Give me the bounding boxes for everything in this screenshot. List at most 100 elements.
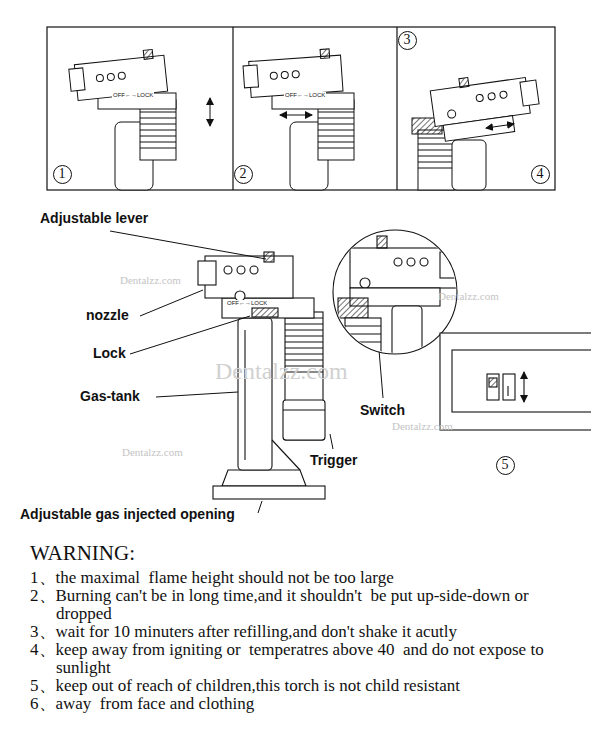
torch-step-1-part xyxy=(140,136,176,137)
leader-line-part xyxy=(110,231,266,259)
torch-main-part xyxy=(285,347,323,348)
torch-main-part xyxy=(283,400,325,440)
torch-main-part xyxy=(264,252,274,262)
torch-main-part xyxy=(238,318,272,470)
torch-step-1-part xyxy=(68,48,168,101)
torch-step-3-4-part xyxy=(443,116,515,142)
leader-line-part xyxy=(130,316,250,354)
switch-magnifier-part xyxy=(377,236,387,248)
torch-main-part xyxy=(222,470,306,486)
torch-step-1-part xyxy=(74,55,167,100)
torch-step-3-4-part xyxy=(500,91,508,99)
switch-magnifier-part xyxy=(345,325,381,326)
torch-main-part xyxy=(285,341,323,342)
torch-step-3-4 xyxy=(412,68,542,190)
torch-step-1-part xyxy=(118,72,126,80)
switch-magnifier-part xyxy=(420,258,428,266)
torch-step-3-4-part xyxy=(486,124,514,128)
torch-step-3-4-part xyxy=(459,77,469,87)
warning-line: 2、Burning can't be in long time,and it s… xyxy=(30,587,556,623)
torch-step-3-4-part xyxy=(429,68,542,142)
switch-detail-part xyxy=(503,374,515,400)
callout-number: 5 xyxy=(502,458,509,472)
panel-frame-part xyxy=(396,27,397,190)
panel-frame-part xyxy=(47,27,555,190)
torch-step-1-part xyxy=(69,68,85,91)
callout-circle: 3 xyxy=(398,31,417,50)
callout-circle: 2 xyxy=(234,165,253,184)
torch-step-2-part xyxy=(320,49,330,59)
torch-step-2-part xyxy=(243,65,259,88)
watermark: Dentalzz.com xyxy=(438,290,499,302)
torch-step-2-part xyxy=(318,136,354,137)
switch-detail-part xyxy=(452,350,591,412)
callout-number: 1 xyxy=(59,167,66,181)
torch-step-3-4-part xyxy=(447,110,456,119)
warning-line: 3、wait for 10 minuters after refilling,a… xyxy=(30,623,591,641)
panel-frame-part xyxy=(232,27,233,190)
torch-step-2-part xyxy=(318,130,354,131)
torch-main-part xyxy=(285,335,323,336)
switch-detail-part xyxy=(440,333,591,430)
watermark: Dentalzz.com xyxy=(215,358,348,385)
part-label: Lock xyxy=(93,345,126,362)
callout-number: 4 xyxy=(537,167,544,181)
watermark: Dentalzz.com xyxy=(120,274,181,286)
torch-step-2-part xyxy=(242,48,343,98)
switch-magnifier-part xyxy=(407,258,415,266)
switch-magnifier-part xyxy=(338,298,368,318)
callout-circle: 5 xyxy=(496,456,515,475)
torch-step-1-part xyxy=(140,130,176,131)
torch-step-2-part xyxy=(318,124,354,125)
torch-step-2-part xyxy=(318,142,354,143)
torch-main-part xyxy=(198,261,216,285)
torch-main-part xyxy=(213,486,325,499)
torch-step-2-part xyxy=(318,118,354,119)
switch-magnifier-part xyxy=(345,333,381,334)
torch-step-3-4-part xyxy=(476,94,484,102)
switch-marking: OFF←→LOCK xyxy=(284,92,326,99)
watermark: Dentalzz.com xyxy=(392,420,453,432)
torch-step-1-part xyxy=(143,49,153,59)
switch-magnifier-part xyxy=(394,258,402,266)
leader-line-part xyxy=(258,501,262,513)
torch-step-1-part xyxy=(210,98,211,126)
switch-magnifier-part xyxy=(345,341,381,342)
torch-step-2-part xyxy=(318,148,354,149)
switch-magnifier-part xyxy=(345,318,381,358)
torch-main-part xyxy=(285,329,323,330)
switch-marking: OFF←→LOCK xyxy=(226,300,268,307)
torch-step-3-4-part xyxy=(418,168,454,169)
torch-main-part xyxy=(250,266,258,274)
warning-line: 4、keep away from igniting or temperatres… xyxy=(30,641,561,677)
part-label: Trigger xyxy=(310,452,357,469)
warning-heading: WARNING: xyxy=(30,541,135,565)
torch-step-1-part xyxy=(140,124,176,125)
part-label: Adjustable gas injected opening xyxy=(20,506,235,523)
torch-step-1-part xyxy=(140,148,176,149)
torch-step-3-4-part xyxy=(452,140,486,190)
torch-step-2 xyxy=(242,48,354,190)
warning-line: 6、away from face and clothing xyxy=(30,695,591,713)
switch-detail xyxy=(440,333,591,430)
torch-main-part xyxy=(283,409,325,410)
torch-step-3-4-part xyxy=(418,156,454,157)
torch-step-1-part xyxy=(140,142,176,143)
torch-step-1-part xyxy=(96,74,104,82)
panel-frame xyxy=(47,27,555,190)
callout-circle: 1 xyxy=(53,165,72,184)
switch-magnifier-part xyxy=(392,306,422,356)
torch-main-part xyxy=(224,266,232,274)
torch-step-2-part xyxy=(292,71,299,78)
torch-main-part xyxy=(244,330,245,460)
torch-main-part xyxy=(252,308,278,317)
torch-step-2-part xyxy=(281,71,288,78)
switch-magnifier-part xyxy=(360,278,370,288)
torch-step-3-4-part xyxy=(430,77,530,126)
switch-magnifier-part xyxy=(350,248,460,288)
switch-detail-part xyxy=(489,378,497,387)
switch-marking: OFF←→LOCK xyxy=(112,92,154,99)
switch-detail-part xyxy=(523,372,524,402)
torch-main-part xyxy=(272,440,300,470)
